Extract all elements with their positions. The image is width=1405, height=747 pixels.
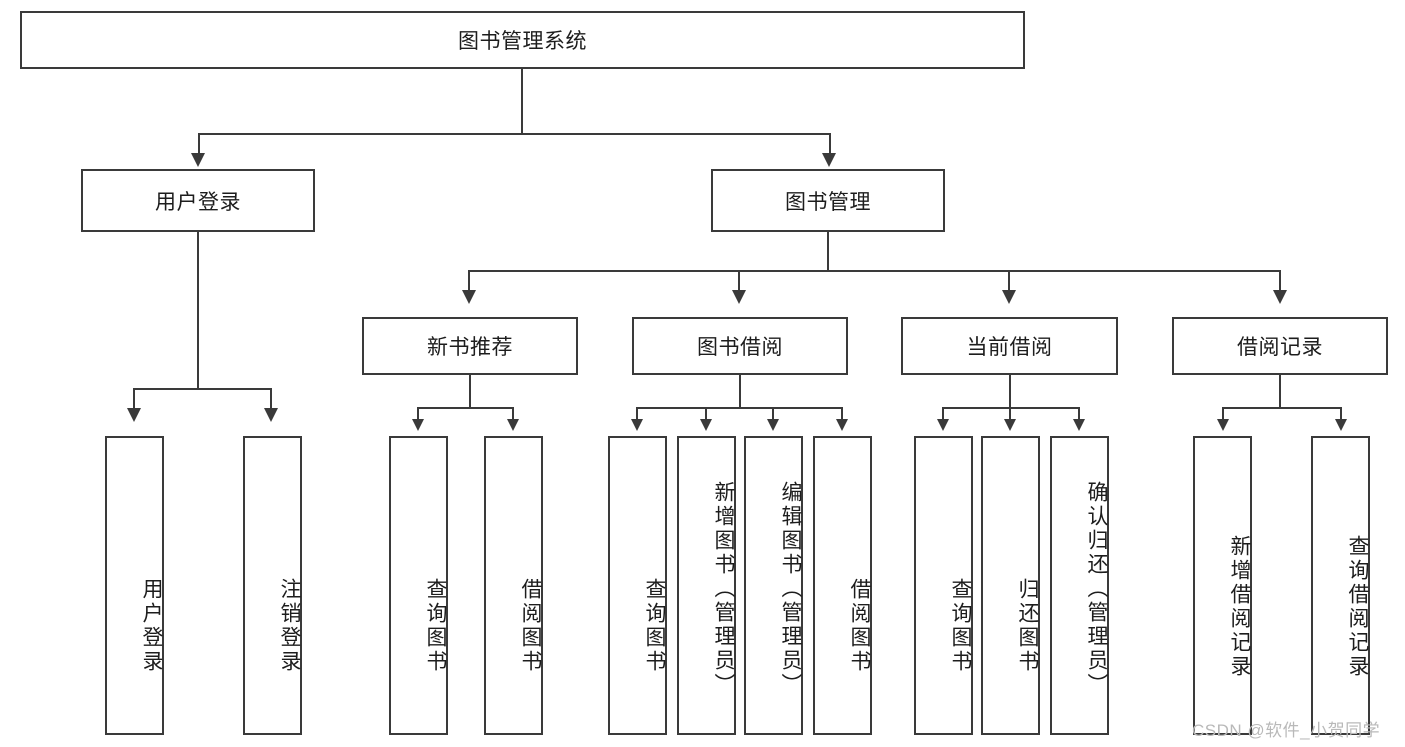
node-label: 图书借阅: [697, 336, 783, 359]
node-label: 图书管理: [785, 190, 871, 214]
node-root-system[interactable]: 图书管理系统: [20, 11, 1025, 69]
connector-newbook-to-leaf2: [512, 407, 514, 421]
arrowhead-borrow-leaf1: [631, 419, 643, 431]
arrowhead-bookmgmt-borrow: [732, 290, 746, 304]
connector-borrow-to-leaf4: [841, 407, 843, 421]
node-label: 新增借阅记录: [1228, 534, 1251, 679]
connector-newbook-bus: [417, 407, 514, 409]
leaf-borrow-book-newbook[interactable]: 借阅图书: [484, 436, 543, 735]
connector-bookmgmt-to-current: [1008, 270, 1010, 292]
connector-bookmgmt-to-records: [1279, 270, 1281, 292]
node-book-borrow[interactable]: 图书借阅: [632, 317, 848, 375]
arrowhead-current-leaf1: [937, 419, 949, 431]
node-book-management[interactable]: 图书管理: [711, 169, 945, 232]
leaf-user-login[interactable]: 用户登录: [105, 436, 164, 735]
connector-records-bus: [1222, 407, 1341, 409]
node-label: 借阅图书: [519, 577, 542, 674]
node-label: 查询图书: [643, 577, 666, 674]
node-label: 借阅图书: [848, 577, 871, 674]
connector-bookmgmt-stem: [827, 232, 829, 272]
arrowhead-root-to-login: [191, 153, 205, 167]
connector-records-stem: [1279, 375, 1281, 409]
arrowhead-login-leaf1: [127, 408, 141, 422]
node-label: 新书推荐: [427, 336, 513, 359]
connector-current-to-leaf2: [1009, 407, 1011, 421]
connector-newbook-to-leaf1: [417, 407, 419, 421]
connector-login-to-leaf1: [133, 388, 135, 410]
arrowhead-current-leaf2: [1004, 419, 1016, 431]
connector-current-to-leaf1: [942, 407, 944, 421]
arrowhead-records-leaf2: [1335, 419, 1347, 431]
leaf-confirm-return-admin[interactable]: 确认归还（管理员）: [1050, 436, 1109, 735]
node-label: 借阅记录: [1237, 336, 1323, 359]
connector-records-to-leaf2: [1340, 407, 1342, 421]
connector-newbook-stem: [469, 375, 471, 409]
connector-login-stem: [197, 232, 199, 390]
connector-borrow-to-leaf3: [772, 407, 774, 421]
leaf-logout[interactable]: 注销登录: [243, 436, 302, 735]
node-label: 用户登录: [155, 190, 241, 214]
node-label: 图书管理系统: [458, 30, 587, 53]
connector-root-to-bookmgmt: [829, 133, 831, 155]
node-user-login[interactable]: 用户登录: [81, 169, 315, 232]
connector-records-to-leaf1: [1222, 407, 1224, 421]
connector-root-to-login: [198, 133, 200, 155]
node-label: 新增图书（管理员）: [712, 480, 735, 697]
arrowhead-bookmgmt-current: [1002, 290, 1016, 304]
node-label: 查询图书: [949, 577, 972, 674]
arrowhead-borrow-leaf4: [836, 419, 848, 431]
connector-root-stem: [521, 69, 523, 133]
arrowhead-current-leaf3: [1073, 419, 1085, 431]
node-current-borrow[interactable]: 当前借阅: [901, 317, 1118, 375]
arrowhead-newbook-leaf1: [412, 419, 424, 431]
arrowhead-records-leaf1: [1217, 419, 1229, 431]
node-label: 归还图书: [1016, 577, 1039, 674]
arrowhead-root-to-bookmgmt: [822, 153, 836, 167]
connector-borrow-to-leaf1: [636, 407, 638, 421]
node-borrow-records[interactable]: 借阅记录: [1172, 317, 1388, 375]
leaf-return-book[interactable]: 归还图书: [981, 436, 1040, 735]
connector-login-to-leaf2: [270, 388, 272, 410]
connector-borrow-bus: [636, 407, 842, 409]
node-label: 查询借阅记录: [1346, 534, 1369, 679]
leaf-add-book-admin[interactable]: 新增图书（管理员）: [677, 436, 736, 735]
connector-root-bus: [198, 133, 831, 135]
node-label: 查询图书: [424, 577, 447, 674]
leaf-query-book-newbook[interactable]: 查询图书: [389, 436, 448, 735]
connector-current-to-leaf3: [1078, 407, 1080, 421]
connector-login-bus: [133, 388, 271, 390]
arrowhead-borrow-leaf3: [767, 419, 779, 431]
arrowhead-bookmgmt-records: [1273, 290, 1287, 304]
node-label: 当前借阅: [966, 336, 1053, 359]
node-label: 注销登录: [278, 577, 301, 674]
node-label: 确认归还（管理员）: [1085, 480, 1108, 697]
leaf-add-borrow-record[interactable]: 新增借阅记录: [1193, 436, 1252, 735]
leaf-edit-book-admin[interactable]: 编辑图书（管理员）: [744, 436, 803, 735]
connector-bookmgmt-to-borrow: [738, 270, 740, 292]
connector-borrow-to-leaf2: [705, 407, 707, 421]
csdn-watermark: CSDN @软件_小贺同学: [1192, 721, 1381, 740]
connector-bookmgmt-bus: [468, 270, 1280, 272]
node-new-book-recommend[interactable]: 新书推荐: [362, 317, 578, 375]
leaf-borrow-book-borrow[interactable]: 借阅图书: [813, 436, 872, 735]
connector-borrow-stem: [739, 375, 741, 409]
node-label: 用户登录: [140, 577, 163, 674]
leaf-query-book-current[interactable]: 查询图书: [914, 436, 973, 735]
arrowhead-login-leaf2: [264, 408, 278, 422]
arrowhead-newbook-leaf2: [507, 419, 519, 431]
arrowhead-borrow-leaf2: [700, 419, 712, 431]
connector-current-stem: [1009, 375, 1011, 409]
node-label: 编辑图书（管理员）: [779, 480, 802, 697]
leaf-query-borrow-record[interactable]: 查询借阅记录: [1311, 436, 1370, 735]
arrowhead-bookmgmt-newbook: [462, 290, 476, 304]
leaf-query-book-borrow[interactable]: 查询图书: [608, 436, 667, 735]
connector-bookmgmt-to-newbook: [468, 270, 470, 292]
